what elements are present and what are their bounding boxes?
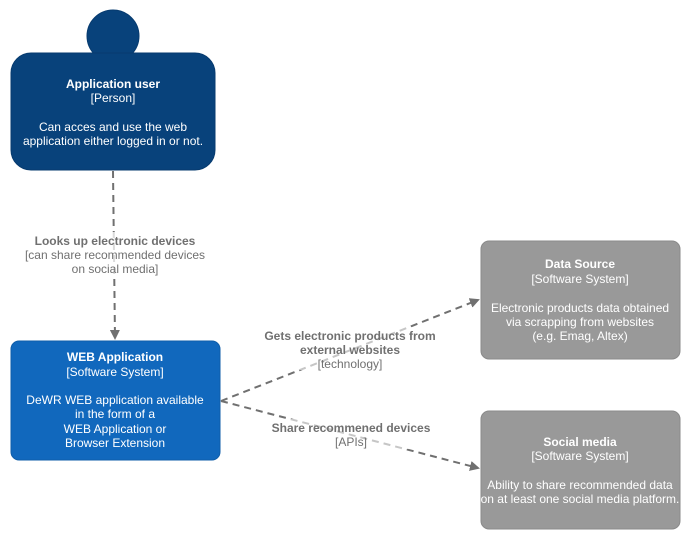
node-description: via scrapping from websites bbox=[506, 315, 654, 329]
node-description: in the form of a bbox=[75, 407, 155, 421]
node-type: [Software System] bbox=[531, 272, 628, 286]
edge-technology-text: on social media] bbox=[72, 262, 159, 276]
node-title: WEB Application bbox=[67, 350, 163, 364]
node-description: DeWR WEB application available bbox=[26, 393, 204, 407]
edge-label-text: Share recommened devices bbox=[272, 421, 431, 435]
edge-user-to-webapp-line bbox=[109, 170, 120, 340]
node-type: [Software System] bbox=[66, 365, 163, 379]
edge-user-to-webapp[interactable] bbox=[109, 170, 120, 340]
node-description: application either logged in or not. bbox=[23, 134, 203, 148]
node-description: Can acces and use the web bbox=[39, 120, 187, 134]
node-social-media[interactable]: Social media [Software System] Ability t… bbox=[480, 410, 681, 530]
edge-label-user-to-webapp: Looks up electronic devices [can share r… bbox=[25, 232, 205, 276]
person-body-shape bbox=[10, 52, 216, 171]
node-title: Data Source bbox=[545, 257, 615, 271]
node-description: Electronic products data obtained bbox=[491, 301, 669, 315]
node-description: Browser Extension bbox=[65, 436, 165, 450]
edge-technology-text: [can share recommended devices bbox=[25, 248, 205, 262]
node-title: Application user bbox=[66, 77, 160, 91]
node-application-user[interactable]: Application user [Person] Can acces and … bbox=[10, 9, 216, 171]
edge-label-webapp-to-datasource: Gets electronic products from external w… bbox=[262, 327, 440, 371]
node-data-source[interactable]: Data Source [Software System] Electronic… bbox=[480, 240, 681, 360]
edge-technology-text: [APIs] bbox=[335, 435, 367, 449]
edge-label-text: external websites bbox=[300, 343, 400, 357]
node-description: WEB Application or bbox=[64, 422, 167, 436]
node-box bbox=[480, 410, 681, 530]
edge-label-webapp-to-social: Share recommened devices [APIs] bbox=[270, 419, 434, 449]
node-box bbox=[480, 240, 681, 360]
edge-label-text: Gets electronic products from bbox=[264, 329, 435, 343]
node-type: [Person] bbox=[91, 91, 136, 105]
node-description: on at least one social media platform. bbox=[481, 492, 680, 506]
node-box bbox=[10, 340, 221, 461]
node-description: Ability to share recommended data bbox=[487, 478, 673, 492]
node-type: [Software System] bbox=[531, 449, 628, 463]
node-title: Social media bbox=[543, 435, 617, 449]
node-web-application[interactable]: WEB Application [Software System] DeWR W… bbox=[10, 340, 221, 461]
edge-technology-text: [technology] bbox=[318, 357, 383, 371]
node-description: (e.g. Emag, Altex) bbox=[532, 329, 627, 343]
edge-label-text: Looks up electronic devices bbox=[35, 234, 196, 248]
